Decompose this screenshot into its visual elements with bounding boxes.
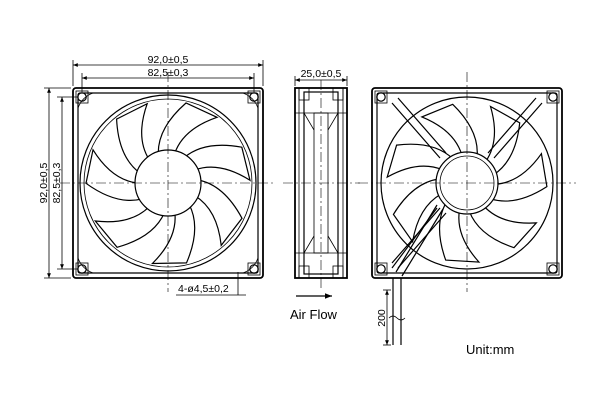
fan-blade bbox=[392, 178, 442, 244]
front-height-dimensions: 92,0±0,5 82,5±0,3 bbox=[38, 87, 78, 279]
fan-blade bbox=[157, 102, 219, 155]
back-blades bbox=[386, 103, 548, 263]
side-thickness-dimension: 25,0±0,5 bbox=[294, 68, 348, 86]
lead-length-label: 200 bbox=[376, 309, 388, 327]
fan-blade bbox=[150, 204, 196, 265]
fan-blade bbox=[420, 103, 478, 157]
hole-spacing-height-label: 82,5±0,3 bbox=[51, 162, 63, 203]
fan-blade bbox=[468, 205, 538, 249]
back-mounting-holes bbox=[374, 90, 560, 276]
fan-blade bbox=[85, 148, 143, 201]
support-spokes bbox=[391, 97, 543, 269]
front-width-dimensions: 92,0±0,5 82,5±0,3 bbox=[72, 54, 264, 92]
back-view: 200 Unit:mm bbox=[358, 72, 576, 357]
side-view: 25,0±0,5 Air Flow bbox=[283, 68, 360, 322]
front-blades bbox=[85, 102, 251, 265]
overall-width-label: 92,0±0,5 bbox=[148, 54, 189, 66]
front-view: 92,0±0,5 82,5±0,3 92,0±0,5 82,5±0,3 4-ø4… bbox=[38, 54, 276, 296]
fan-blade bbox=[183, 144, 251, 182]
fan-blade bbox=[93, 206, 165, 248]
fan-blade bbox=[115, 102, 150, 174]
airflow-indicator: Air Flow bbox=[290, 293, 338, 322]
fan-blade bbox=[194, 179, 243, 247]
fan-blade bbox=[438, 201, 481, 263]
lead-wires: 200 bbox=[376, 278, 406, 346]
unit-note: Unit:mm bbox=[466, 342, 514, 357]
fan-blade bbox=[490, 152, 548, 202]
hole-callout: 4-ø4,5±0,2 bbox=[176, 272, 246, 296]
fan-blade bbox=[484, 105, 521, 176]
overall-height-label: 92,0±0,5 bbox=[38, 162, 50, 203]
hole-callout-label: 4-ø4,5±0,2 bbox=[178, 283, 229, 295]
hole-spacing-width-label: 82,5±0,3 bbox=[148, 67, 189, 79]
airflow-label: Air Flow bbox=[290, 307, 338, 322]
thickness-label: 25,0±0,5 bbox=[301, 68, 342, 80]
